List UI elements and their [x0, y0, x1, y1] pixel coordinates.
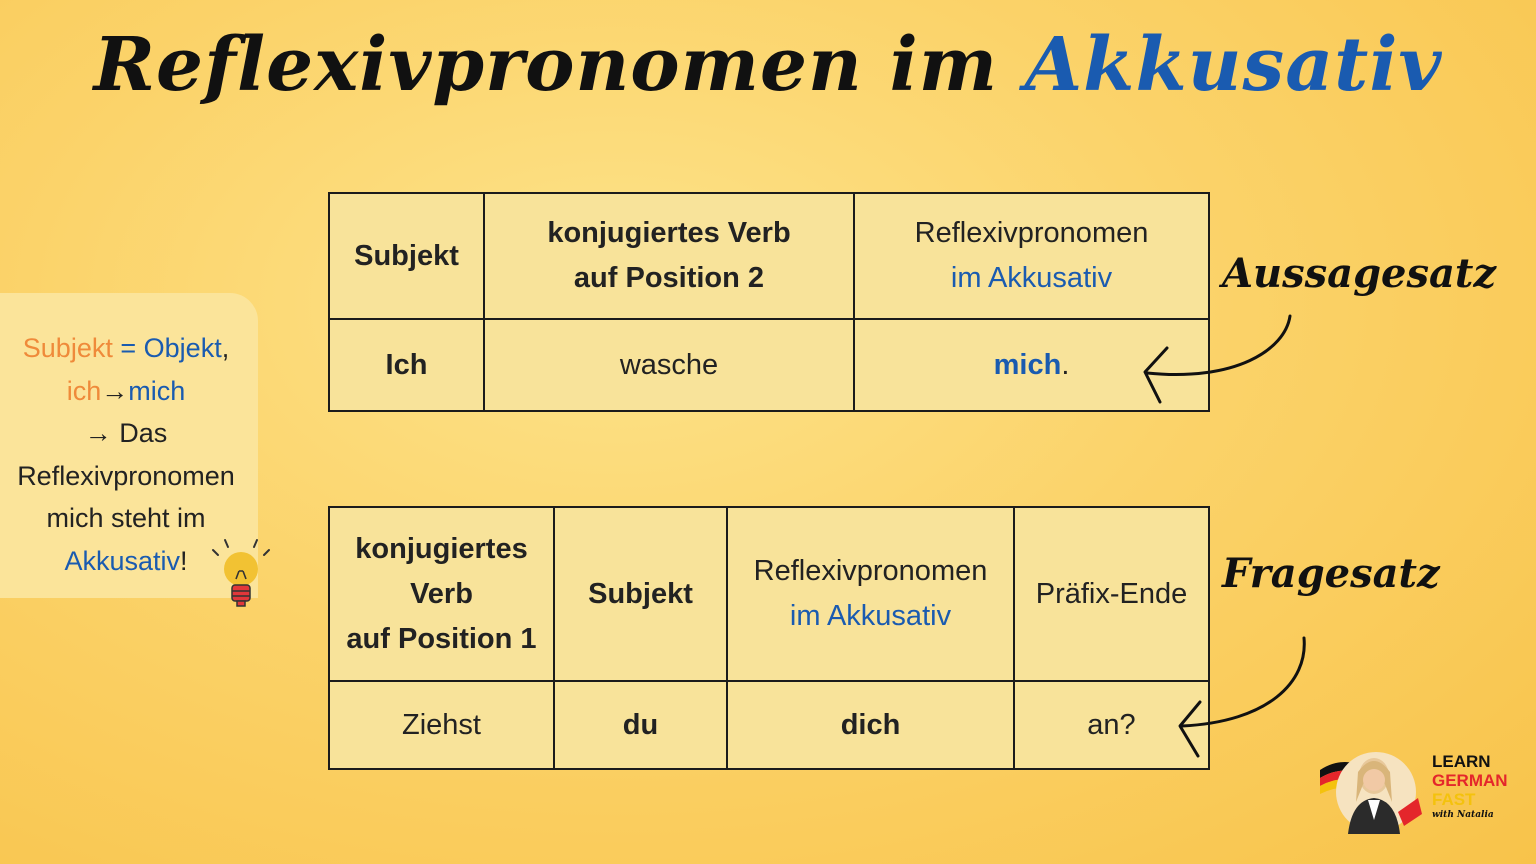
label-aussagesatz: Aussagesatz: [1222, 250, 1497, 297]
header-verb: konjugiertes Verb auf Position 1: [328, 506, 555, 682]
table-row: Ziehst du dich an?: [328, 680, 1210, 770]
page-title: Reflexivpronomen im Akkusativ: [0, 22, 1536, 108]
cell-pronoun: dich: [726, 680, 1015, 770]
label-fragesatz: Fragesatz: [1222, 550, 1440, 597]
header-verb-line1: konjugiertes: [355, 532, 528, 565]
logo-line3: FAST: [1432, 790, 1476, 809]
cell-subject: Ich: [328, 318, 485, 412]
header-verb-line2: auf Position 2: [573, 262, 765, 294]
header-verb-line1: konjugiertes Verb: [547, 217, 791, 249]
brand-logo: [1320, 752, 1422, 834]
note-line-3: → Das: [84, 418, 168, 448]
cell-prefix: an?: [1013, 680, 1210, 770]
header-reflex-line1: Reflexivpronomen: [914, 217, 1149, 249]
cell-subject: du: [553, 680, 728, 770]
question-table: konjugiertes Verb auf Position 1 Subjekt…: [328, 506, 1210, 770]
header-reflexive: Reflexivpronomen im Akkusativ: [853, 192, 1210, 320]
note-comma: ,: [221, 333, 230, 363]
note-subjekt: Subjekt: [22, 333, 113, 363]
header-verb-line2: Verb: [410, 577, 473, 610]
table-header-row: konjugiertes Verb auf Position 1 Subjekt…: [328, 506, 1210, 682]
note-exclaim: !: [180, 545, 188, 576]
header-verb-line3: auf Position 1: [346, 622, 537, 655]
note-objekt: Objekt: [143, 333, 222, 363]
note-line-2: ich→mich: [0, 370, 252, 413]
logo-line4: with Natalia: [1432, 810, 1494, 820]
note-box: [0, 293, 258, 598]
header-subjekt: Subjekt: [553, 506, 728, 682]
curved-arrow-icon: [1178, 636, 1306, 758]
note-line-5: mich steht im: [46, 503, 206, 533]
note-text: Subjekt = Objekt, ich→mich → Das Reflexi…: [0, 327, 252, 582]
title-accent: Akkusativ: [1024, 22, 1443, 108]
note-mich: mich: [128, 375, 186, 406]
table-header-row: Subjekt konjugiertes Verb auf Position 2…: [328, 192, 1210, 320]
cell-verb: wasche: [483, 318, 855, 412]
header-subjekt: Subjekt: [328, 192, 485, 320]
note-equals: =: [120, 333, 137, 363]
title-main: Reflexivpronomen im: [93, 22, 998, 108]
curved-arrow-icon: [1143, 314, 1292, 404]
header-reflex-line2: im Akkusativ: [789, 600, 952, 632]
header-prefix: Präfix-Ende: [1013, 506, 1210, 682]
statement-table: Subjekt konjugiertes Verb auf Position 2…: [328, 192, 1210, 412]
lightbulb-icon: [212, 539, 270, 607]
note-line-6: Akkusativ!: [0, 540, 252, 583]
cell-verb: Ziehst: [328, 680, 555, 770]
pronoun-mich: mich: [993, 348, 1062, 381]
table-row: Ich wasche mich.: [328, 318, 1210, 412]
note-akkusativ: Akkusativ: [64, 545, 181, 576]
logo-text: LEARN GERMAN FAST with Natalia: [1432, 752, 1532, 821]
pronoun-period: .: [1061, 348, 1070, 381]
header-verb: konjugiertes Verb auf Position 2: [483, 192, 855, 320]
logo-line1: LEARN: [1432, 752, 1491, 771]
note-arrow: →: [101, 375, 129, 406]
header-reflex-line2: im Akkusativ: [950, 262, 1113, 294]
note-ich: ich: [66, 375, 102, 406]
header-reflexive: Reflexivpronomen im Akkusativ: [726, 506, 1015, 682]
note-line-1: Subjekt = Objekt,: [0, 327, 252, 370]
note-line-4: Reflexivpronomen: [17, 460, 235, 491]
logo-line2: GERMAN: [1432, 771, 1508, 790]
header-reflex-line1: Reflexivpronomen: [753, 555, 988, 587]
